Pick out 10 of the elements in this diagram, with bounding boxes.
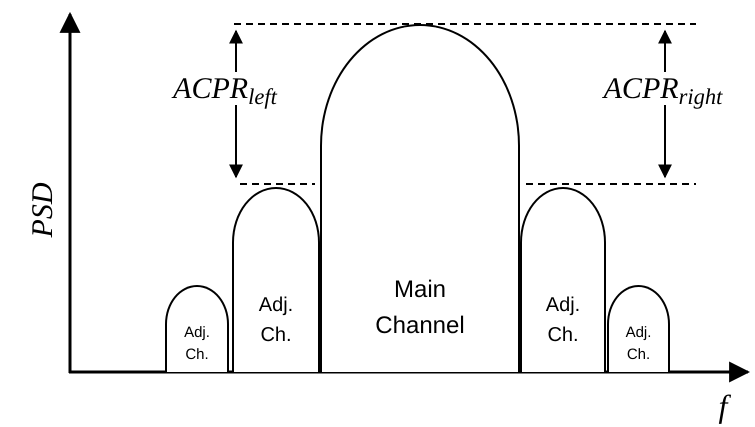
channel-label: Adj. Ch. — [183, 323, 211, 365]
channel-label: Adj. Ch. — [258, 293, 294, 348]
channel-lobe — [520, 187, 606, 372]
channel-label: Adj. Ch. — [624, 323, 652, 365]
channel-lobe — [320, 24, 520, 372]
channel-lobe — [232, 187, 320, 372]
channel-label: Main Channel — [374, 275, 466, 341]
channel-label: Adj. Ch. — [544, 293, 582, 348]
channel-lobe — [607, 285, 670, 372]
channel-lobe — [165, 285, 229, 372]
